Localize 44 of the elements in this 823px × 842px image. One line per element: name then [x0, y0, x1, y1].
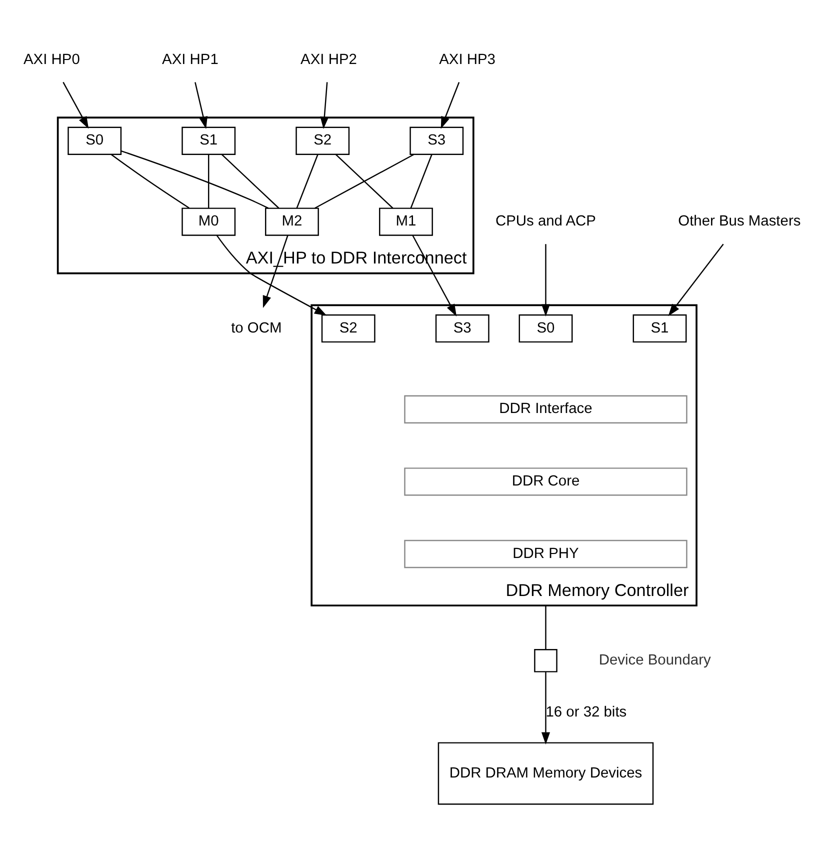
- connector: [221, 154, 280, 209]
- node-box: DDR DRAM Memory Devices: [438, 742, 654, 805]
- connector: [314, 154, 414, 209]
- arrow: [216, 234, 327, 316]
- arrow: [320, 82, 329, 129]
- node-box: DDR Interface: [404, 395, 688, 424]
- connector: [335, 154, 394, 209]
- connector: [410, 154, 432, 208]
- node-text: AXI HP3: [439, 52, 496, 68]
- arrow: [412, 235, 457, 316]
- edge-label: 16 or 32 bits: [546, 704, 627, 721]
- arrow: [541, 672, 550, 745]
- node-box: S2: [321, 314, 376, 343]
- arrow: [668, 244, 724, 316]
- node-text: AXI HP1: [162, 52, 218, 68]
- node-box: S2: [296, 126, 350, 155]
- node-box: S3: [410, 126, 464, 155]
- node-box: S0: [518, 314, 573, 343]
- node-box: M1: [379, 208, 433, 236]
- arrow: [262, 235, 288, 308]
- connector: [121, 150, 269, 209]
- connector: [110, 154, 190, 209]
- arrow: [541, 244, 550, 317]
- label: Device Boundary: [598, 652, 711, 668]
- node-text: Other Bus Masters: [678, 214, 801, 230]
- node-text: to OCM: [231, 320, 282, 336]
- connector: [208, 154, 210, 208]
- node-text: AXI HP0: [24, 52, 80, 68]
- node-text: CPUs and ACP: [495, 214, 596, 230]
- node-text: AXI HP2: [300, 52, 357, 68]
- node-box: S1: [632, 314, 687, 343]
- node-box: S1: [182, 126, 236, 155]
- arrow: [440, 82, 460, 129]
- node-box: DDR PHY: [404, 540, 688, 568]
- arrow: [194, 82, 208, 129]
- node-box: DDR Core: [404, 468, 688, 496]
- arrow: [62, 82, 89, 129]
- node-box: M2: [265, 208, 319, 236]
- node-box: S3: [435, 314, 490, 343]
- node-box: [534, 649, 558, 672]
- node-box: M0: [182, 208, 236, 236]
- connector: [296, 154, 318, 208]
- connector: [545, 606, 546, 650]
- node-box: S0: [68, 126, 122, 155]
